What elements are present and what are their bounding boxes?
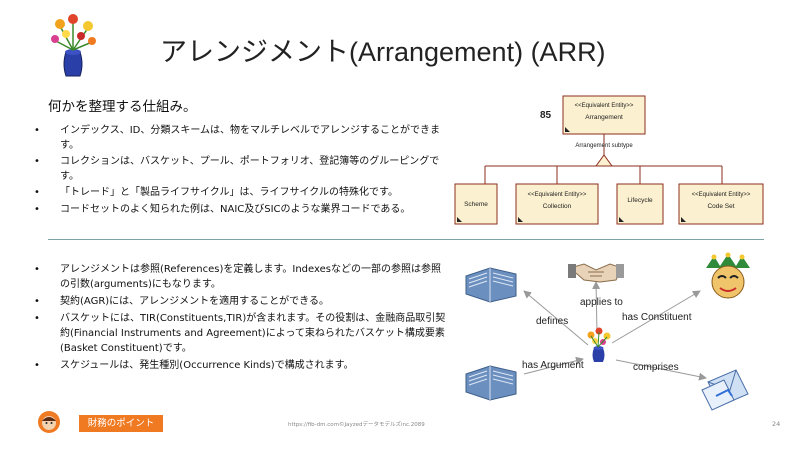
subtitle: 何かを整理する仕組み。 [48,99,197,115]
footer-url: https://fib-dm.com©Jayzedデータモデルズinc.2089 [288,422,425,428]
uml-box-collection[interactable]: <<Equivalent Entity>> Collection [515,183,599,225]
box-name: Arrangement [585,114,623,121]
relation-applies-to: applies to [580,297,623,308]
bullet-item: バスケットには、TIR(Constituents,TIR)が含まれます。その役割… [34,311,446,356]
box-stereotype: <<Equivalent Entity>> [575,103,634,109]
uml-box-lifecycle[interactable]: Lifecycle [616,183,664,225]
envelopes-icon [701,369,749,411]
relation-has-argument: has Argument [522,360,584,371]
bullet-item: アレンジメントは参照(References)を定義します。Indexesなどの一… [34,262,446,292]
box-name: Lifecycle [627,197,653,204]
uml-box-scheme[interactable]: Scheme [454,183,498,225]
book-icon [465,365,517,401]
section-divider [48,239,764,240]
bullet-item: 「トレード」と「製品ライフサイクル」は、ライフサイクルの特殊化です。 [34,186,450,201]
handshake-icon [568,263,624,283]
box-name: Scheme [464,201,488,208]
footer-badge[interactable]: 財務のポイント [79,415,163,432]
relation-has-constituent: has Constituent [622,312,692,323]
box-stereotype: <<Equivalent Entity>> [528,192,587,198]
box-name: Collection [543,203,572,210]
page-number: 24 [772,420,781,428]
bottom-bullet-list: アレンジメントは参照(References)を定義します。Indexesなどの一… [34,262,446,375]
box-name: Code Set [707,203,734,210]
uml-box-arrangement[interactable]: <<Equivalent Entity>> Arrangement [562,95,646,135]
page-title: アレンジメント(Arrangement) (ARR) [160,37,606,67]
avatar [38,411,60,433]
relation-defines: defines [536,316,568,327]
subtype-triangle [595,154,613,167]
uml-box-code-set[interactable]: <<Equivalent Entity>> Code Set [678,183,764,225]
box-stereotype: <<Equivalent Entity>> [692,192,751,198]
bullet-item: インデックス、ID、分類スキームは、物をマルチレベルでアレンジすることができます… [34,124,450,153]
bullet-item: スケジュールは、発生種別(Occurrence Kinds)で構成されます。 [34,358,446,373]
jester-mask-icon [706,252,750,299]
entity-number: 85 [540,110,552,121]
bullet-item: コードセットのよく知られた例は、NAIC及びSICのような業界コードである。 [34,203,450,218]
subtype-label: Arrangement subtype [575,143,633,149]
bullet-item: コレクションは、バスケット、プール、ポートフォリオ、登記簿等のグルーピングです。 [34,155,450,184]
relation-comprises: comprises [633,362,679,373]
book-icon [465,267,517,303]
bullet-item: 契約(AGR)には、アレンジメントを適用することができる。 [34,294,446,309]
top-bullet-list: インデックス、ID、分類スキームは、物をマルチレベルでアレンジすることができます… [34,124,450,219]
vase-flowers-icon [587,327,611,362]
